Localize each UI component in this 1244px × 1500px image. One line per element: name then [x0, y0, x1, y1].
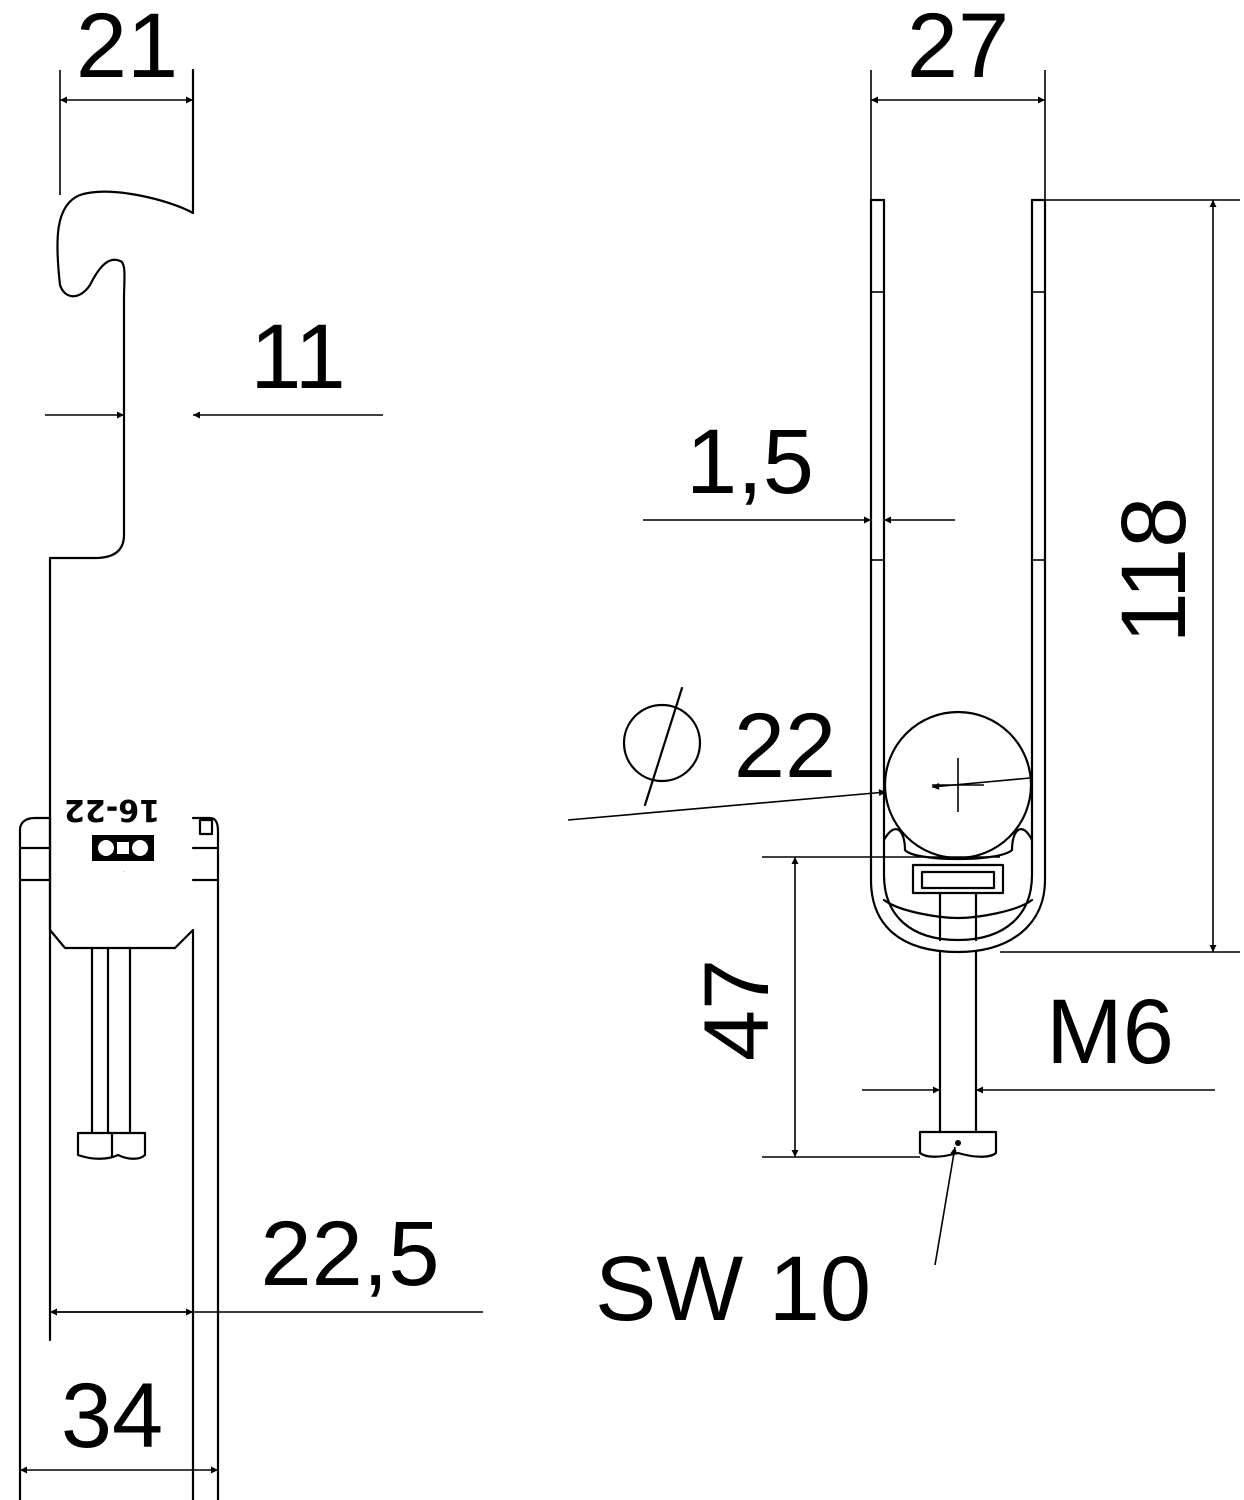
dim-m6-label: M6: [1046, 981, 1174, 1083]
dim-118-label: 118: [1103, 497, 1205, 644]
dim-47-label: 47: [686, 959, 788, 1061]
dim-line-22-right: [931, 777, 1031, 790]
dim-22-label: 22: [734, 695, 836, 797]
obo-logo: OBO: [92, 835, 154, 873]
saddle-upper: [882, 828, 1034, 861]
dim-1-5-label: 1,5: [686, 411, 814, 513]
dim-22-5-label: 22,5: [260, 1203, 439, 1305]
side-view: 16-22 OBO 21 11 22,5 34: [18, 0, 483, 1500]
base-bracket: [18, 816, 52, 1500]
diameter-symbol: [622, 686, 702, 807]
nut-center-dot: [955, 1140, 961, 1146]
nut-side: [76, 1131, 147, 1160]
obo-logo-text: OBO: [123, 871, 125, 873]
dim-sw10-label: SW 10: [595, 1238, 871, 1340]
saddle-block: [911, 863, 1005, 895]
nut-front: [918, 1130, 998, 1158]
strap-outer: [869, 198, 1047, 954]
strap-inner: [882, 198, 1034, 942]
sw10-leader: [934, 1146, 958, 1266]
clip-size-marking: 16-22: [64, 792, 160, 827]
dim-11-label: 11: [250, 306, 346, 408]
dim-21-label: 21: [76, 0, 178, 97]
dim-27-label: 27: [907, 0, 1009, 97]
saddle-lower: [882, 898, 1034, 920]
front-view: 27 1,5 118 22 47 M6 SW 10: [567, 0, 1240, 1340]
base-bracket-right: [191, 816, 220, 1500]
saddle-block-inner: [920, 870, 996, 890]
base-notch: [198, 818, 214, 836]
hook-clip-outline: [48, 68, 195, 1500]
dim-line-22-leader: [567, 789, 887, 821]
dim-34-label: 34: [61, 1365, 163, 1467]
